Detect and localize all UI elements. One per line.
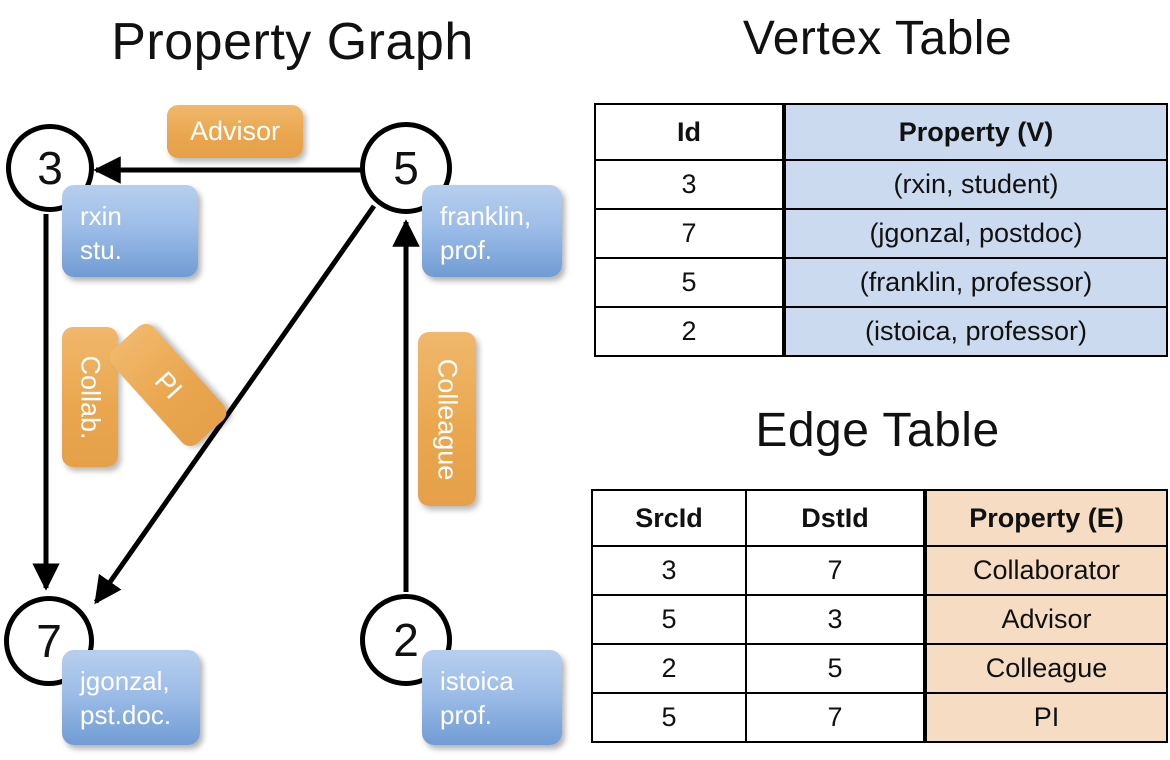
vertex-table-header-id: Id	[594, 103, 785, 161]
vertex-cell-id: 3	[594, 159, 785, 210]
vertex-cell-property: (istoica, professor)	[782, 306, 1168, 357]
edge-cell-dstid: 3	[745, 594, 926, 645]
page-title-vertex-table: Vertex Table	[742, 12, 1013, 65]
edge-cell-srcid: 3	[591, 545, 747, 596]
graph-edges-layer	[32, 156, 420, 605]
edge-cell-srcid: 2	[591, 643, 747, 694]
edge-cell-dstid: 7	[745, 692, 926, 743]
graph-node-2[interactable]: 2	[360, 594, 452, 686]
edge-table-header-srcid: SrcId	[591, 489, 747, 547]
vertex-property-line-1: rxin	[80, 201, 122, 231]
table-row: 2 5 Colleague	[591, 643, 1168, 694]
edge-label-colleague: Colleague	[418, 332, 476, 506]
vertex-property-box-5: franklin, prof.	[422, 185, 562, 277]
edge-label-pi-text: PI	[148, 365, 189, 405]
vertex-property-box-2: istoica prof.	[422, 650, 562, 745]
vertex-property-line-2: prof.	[440, 700, 493, 730]
vertex-property-box-7: jgonzal, pst.doc.	[62, 650, 200, 745]
edge-label-collab-text: Collab.	[75, 354, 106, 440]
edge-cell-dstid: 5	[745, 643, 926, 694]
edge-table-header-row: SrcId DstId Property (E)	[591, 489, 1168, 547]
edge-table-header-property: Property (E)	[923, 489, 1168, 547]
vertex-property-line-1: franklin,	[440, 201, 532, 231]
vertex-property-box-3: rxin stu.	[62, 185, 198, 277]
page-title-property-graph: Property Graph	[111, 13, 474, 71]
vertex-property-line-2: stu.	[80, 235, 122, 265]
table-row: 7 (jgonzal, postdoc)	[594, 208, 1168, 259]
vertex-cell-id: 2	[594, 306, 785, 357]
vertex-table-header-property: Property (V)	[782, 103, 1168, 161]
table-row: 5 7 PI	[591, 692, 1168, 743]
vertex-cell-id: 7	[594, 208, 785, 259]
edge-label-colleague-text: Colleague	[432, 358, 463, 480]
edge-cell-property: Colleague	[923, 643, 1168, 694]
edge-cell-srcid: 5	[591, 594, 747, 645]
vertex-table: Id Property (V) 3 (rxin, student) 7 (jgo…	[594, 103, 1168, 357]
vertex-cell-property: (jgonzal, postdoc)	[782, 208, 1168, 259]
edge-cell-property: Advisor	[923, 594, 1168, 645]
edge-table-header-dstid: DstId	[745, 489, 926, 547]
graph-node-5[interactable]: 5	[360, 122, 452, 214]
edge-cell-srcid: 5	[591, 692, 747, 743]
edge-label-collab: Collab.	[62, 327, 118, 467]
table-row: 5 (franklin, professor)	[594, 257, 1168, 308]
vertex-property-line-1: istoica	[440, 666, 514, 696]
edge-label-advisor-text: Advisor	[189, 116, 281, 146]
table-row: 5 3 Advisor	[591, 594, 1168, 645]
table-row: 3 (rxin, student)	[594, 159, 1168, 210]
edge-cell-dstid: 7	[745, 545, 926, 596]
vertex-cell-property: (rxin, student)	[782, 159, 1168, 210]
vertex-cell-property: (franklin, professor)	[782, 257, 1168, 308]
edge-cell-property: Collaborator	[923, 545, 1168, 596]
vertex-table-header-row: Id Property (V)	[594, 103, 1168, 161]
vertex-property-line-2: prof.	[440, 235, 493, 265]
table-row: 3 7 Collaborator	[591, 545, 1168, 596]
vertex-property-line-2: pst.doc.	[80, 700, 172, 730]
edge-table: SrcId DstId Property (E) 3 7 Collaborato…	[591, 489, 1168, 743]
table-row: 2 (istoica, professor)	[594, 306, 1168, 357]
property-graph-diagram: 3 5 7 2 rxin stu. franklin, prof. jgonza…	[4, 105, 562, 745]
edge-5-to-7	[93, 204, 377, 605]
edge-cell-property: PI	[923, 692, 1168, 743]
edge-label-advisor: Advisor	[167, 105, 303, 158]
vertex-cell-id: 5	[594, 257, 785, 308]
page-title-edge-table: Edge Table	[755, 404, 1000, 457]
vertex-property-line-1: jgonzal,	[80, 666, 170, 696]
